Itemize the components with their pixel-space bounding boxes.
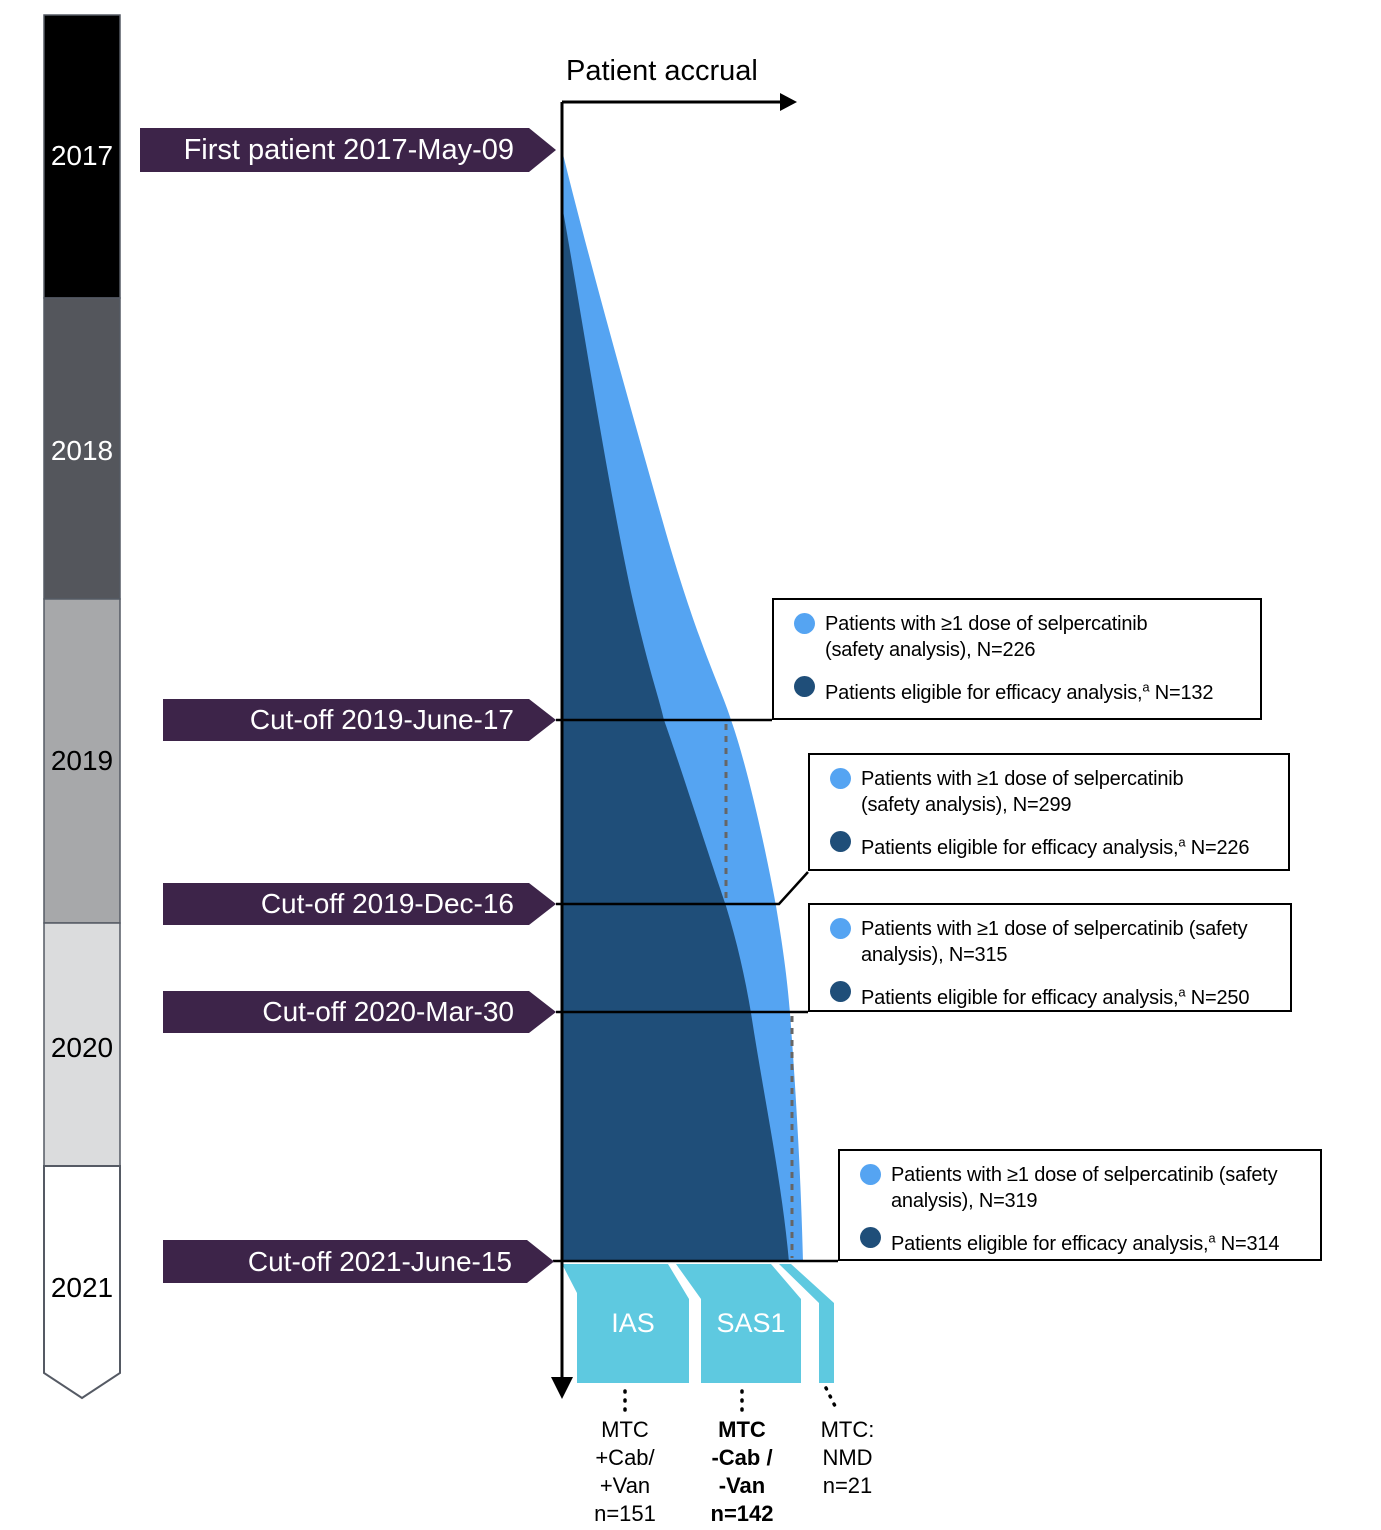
safety-text-line2: (safety analysis), N=299: [861, 794, 1072, 816]
timeline-segment-2020: [43, 922, 121, 1167]
efficacy-text: Patients eligible for efficacy analysis,…: [861, 834, 1250, 859]
timeline-segment-2019: [43, 598, 121, 924]
footnote-mtc-cab-van-neg: MTC -Cab / -Van n=142: [710, 1417, 774, 1526]
safety-dot-icon: [860, 1164, 881, 1185]
ribbon-label-ias: IAS: [611, 1308, 655, 1338]
safety-dot-icon: [830, 918, 851, 939]
callout-cutoff1: Patients with ≥1 dose of selpercatinib (…: [772, 598, 1262, 720]
legend-item-efficacy: Patients eligible for efficacy analysis,…: [794, 674, 1254, 706]
legend-item-safety: Patients with ≥1 dose of selpercatinib (…: [830, 766, 1282, 818]
safety-text-line1: Patients with ≥1 dose of selpercatinib (…: [891, 1164, 1278, 1186]
efficacy-dot-icon: [830, 831, 851, 852]
efficacy-text: Patients eligible for efficacy analysis,…: [891, 1230, 1280, 1255]
timeline-segment-2018: [43, 297, 121, 600]
callout-cutoff4: Patients with ≥1 dose of selpercatinib (…: [838, 1149, 1322, 1261]
footnote-mtc-nmd: MTC: NMD n=21: [820, 1417, 875, 1498]
year-label-2018: 2018: [50, 435, 114, 466]
banner-first-patient: First patient 2017-May-09: [140, 128, 556, 172]
year-label-2019: 2019: [50, 745, 114, 776]
safety-text-line1: Patients with ≥1 dose of selpercatinib (…: [861, 918, 1248, 940]
safety-text-line1: Patients with ≥1 dose of selpercatinib: [861, 768, 1184, 790]
page-title: Patient accrual: [566, 55, 758, 87]
ribbon-label-sas1: SAS1: [716, 1308, 786, 1338]
efficacy-text: Patients eligible for efficacy analysis,…: [861, 984, 1250, 1009]
cutoff2-connector-line: [556, 871, 809, 906]
safety-dot-icon: [830, 768, 851, 789]
year-label-2017: 2017: [50, 140, 114, 171]
legend-item-efficacy: Patients eligible for efficacy analysis,…: [860, 1225, 1314, 1257]
legend-item-efficacy: Patients eligible for efficacy analysis,…: [830, 829, 1282, 861]
timeline-segment-2021: [43, 1165, 121, 1400]
safety-text-line2: analysis), N=315: [861, 944, 1008, 966]
legend-item-safety: Patients with ≥1 dose of selpercatinib (…: [830, 916, 1284, 968]
banner-cutoff-2019-june: Cut-off 2019-June-17: [163, 699, 556, 741]
safety-text-line2: analysis), N=319: [891, 1190, 1038, 1212]
safety-dot-icon: [794, 613, 815, 634]
safety-text-line1: Patients with ≥1 dose of selpercatinib: [825, 613, 1148, 635]
legend-item-safety: Patients with ≥1 dose of selpercatinib (…: [794, 611, 1254, 663]
ribbon-ias: [562, 1264, 689, 1383]
ribbon-nmd: [779, 1264, 834, 1383]
time-axis-arrowhead: [551, 1377, 573, 1399]
efficacy-text: Patients eligible for efficacy analysis,…: [825, 679, 1214, 704]
banner-cutoff-2021-june: Cut-off 2021-June-15: [163, 1240, 554, 1283]
accrual-axis-arrowhead: [780, 93, 797, 111]
callout-cutoff2: Patients with ≥1 dose of selpercatinib (…: [808, 753, 1290, 871]
banner-cutoff-2019-dec: Cut-off 2019-Dec-16: [163, 883, 556, 925]
efficacy-dot-icon: [830, 981, 851, 1002]
callout-cutoff3: Patients with ≥1 dose of selpercatinib (…: [808, 903, 1292, 1012]
dotted-leader-nmd: [824, 1386, 840, 1414]
ribbon-sas1: [676, 1264, 801, 1383]
timeline-segment-2017: [43, 14, 121, 299]
legend-item-safety: Patients with ≥1 dose of selpercatinib (…: [860, 1162, 1314, 1214]
banner-cutoff-2020-mar: Cut-off 2020-Mar-30: [163, 991, 556, 1033]
safety-text-line2: (safety analysis), N=226: [825, 639, 1036, 661]
efficacy-dot-icon: [794, 676, 815, 697]
year-label-2020: 2020: [50, 1032, 114, 1063]
efficacy-dot-icon: [860, 1227, 881, 1248]
legend-item-efficacy: Patients eligible for efficacy analysis,…: [830, 979, 1284, 1011]
funnel-efficacy-area: [562, 205, 789, 1262]
year-label-2021: 2021: [50, 1272, 114, 1303]
footnote-mtc-cab-van-pos: MTC +Cab/ +Van n=151: [594, 1417, 656, 1526]
